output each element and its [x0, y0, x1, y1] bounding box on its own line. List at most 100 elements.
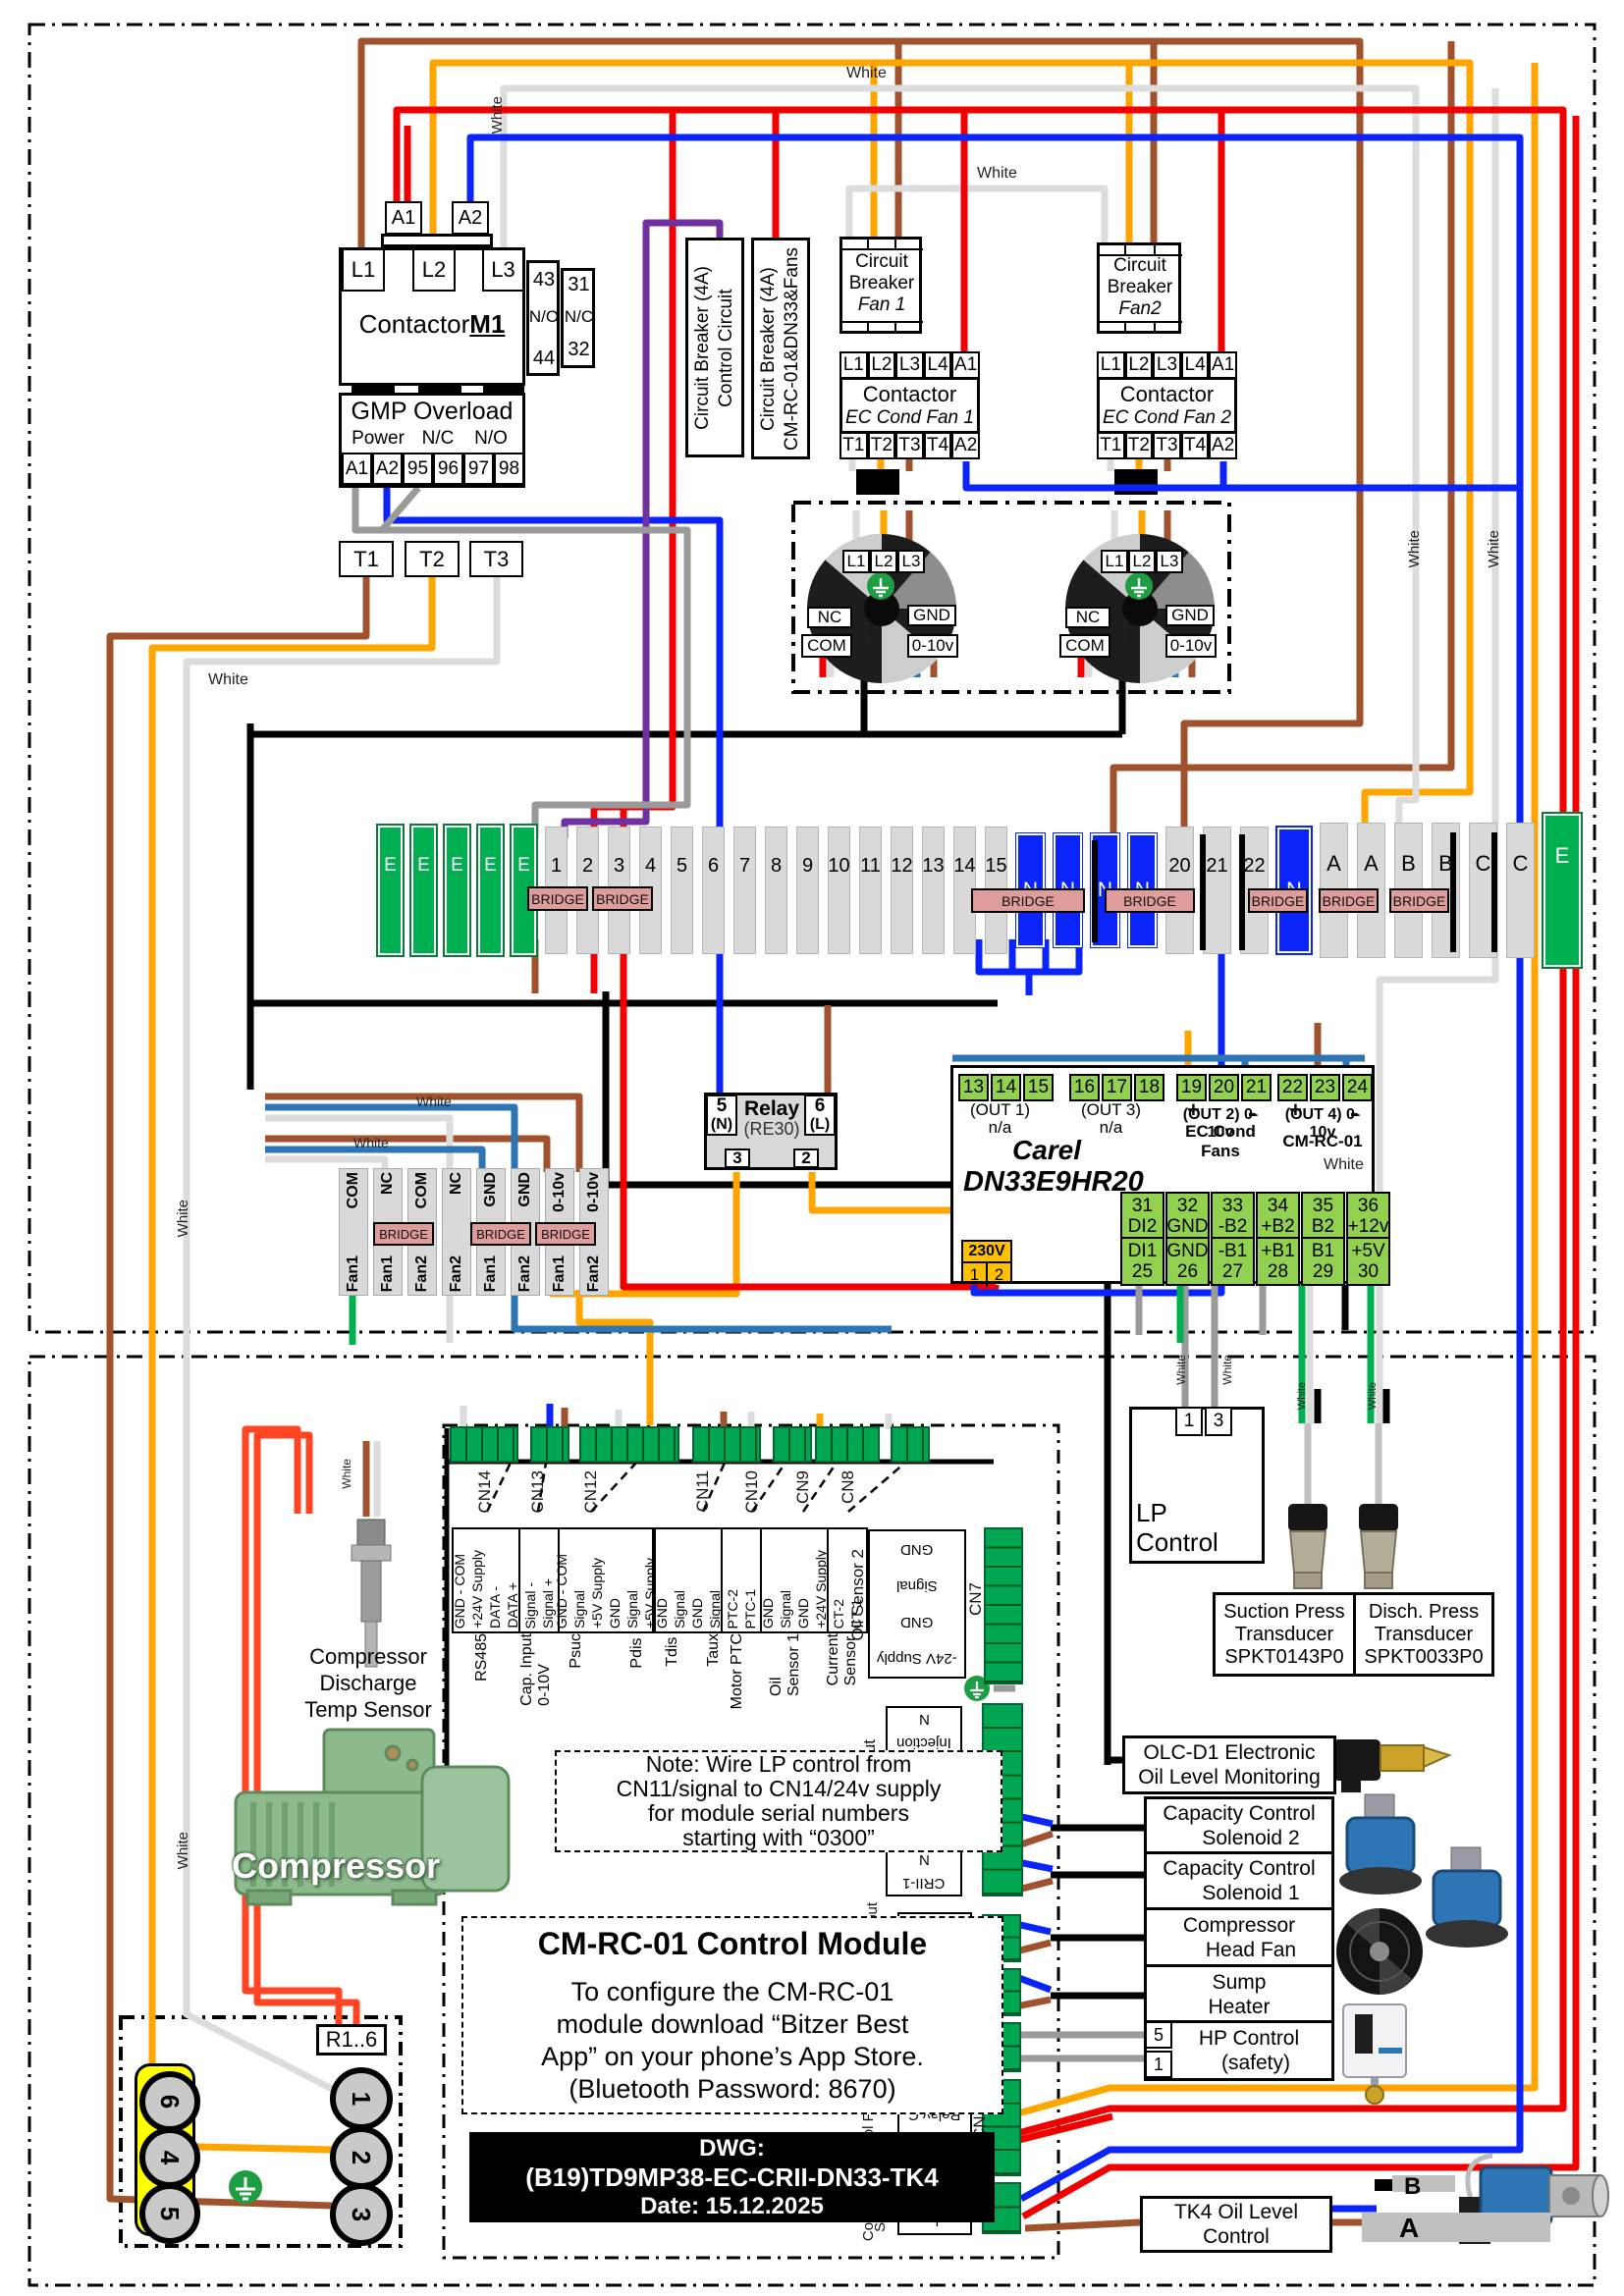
strip-terminal: 10 [828, 827, 850, 954]
cn-leaders [485, 1462, 906, 1513]
contactor-terminal: L1 [839, 351, 868, 379]
hp-terminal-5: 5 [1145, 2021, 1172, 2049]
pin-label: Signal [896, 1577, 938, 1594]
circuit-breaker-control: Circuit Breaker (4A)Control Circuit [685, 238, 744, 457]
wire-label-white: White [977, 165, 1017, 182]
pin-label: GND [688, 1597, 705, 1629]
circuit-breaker-cmrc: Circuit Breaker (4A)CM-RC-01&DN33&Fans [751, 238, 810, 459]
contactor-terminal: A1 [1209, 351, 1237, 379]
tk4-cables [1362, 2175, 1550, 2242]
pin-label: +24V Supply [468, 1550, 485, 1629]
cn9-connector [815, 1426, 880, 1463]
fn-rs485: RS485 [473, 1633, 490, 1682]
pin-label: PTC-2 [724, 1588, 740, 1629]
cn8-label: CN8 [839, 1470, 857, 1505]
fan2-gnd: GND [1165, 605, 1215, 626]
r16-border [119, 2015, 403, 2248]
m1-aux-nc-label: N/C [564, 307, 594, 326]
contactor-terminal: T3 [895, 432, 924, 459]
bridge-fan-nc-com: BRIDGE [373, 1222, 434, 1246]
contactor-terminal: T1 [1097, 432, 1125, 459]
gmp-terminal: 95 [403, 453, 433, 485]
compressor-label: Compressor [232, 1845, 441, 1886]
pin-label: N [918, 1711, 930, 1729]
motor-terminal-2: 2 [330, 2126, 393, 2189]
strip-terminal: 6 [702, 827, 725, 954]
cn13-label: CN13 [528, 1470, 547, 1514]
strip-divider [1200, 834, 1206, 950]
fan-terminal: L1 [1101, 550, 1128, 573]
carel-terminal: 24 [1342, 1074, 1373, 1101]
discharge-temp-sensor-image [351, 1519, 392, 1668]
carel-terminal: 15 [1023, 1074, 1054, 1101]
hp-switch-image [1342, 2003, 1407, 2105]
bridge-fan-010v: BRIDGE [535, 1222, 596, 1246]
wire-label-white: White [208, 671, 248, 688]
contactor-terminal: L1 [1097, 351, 1125, 379]
cable-a-label: A [1399, 2213, 1420, 2243]
bridge-c-c: BRIDGE [1389, 888, 1449, 913]
gmp-terminal: A2 [372, 453, 403, 485]
border-frame [27, 23, 1597, 2287]
pin-label: PTC-1 [741, 1588, 758, 1629]
bridge-b-b: BRIDGE [1319, 888, 1379, 913]
bridge-a-a: BRIDGE [1248, 888, 1308, 913]
fan1-nc: NC [807, 607, 852, 628]
cn12-connector [579, 1426, 679, 1463]
m1-aux-32: 32 [568, 338, 590, 360]
pin-label: Signal [777, 1590, 793, 1629]
strip-terminal: 21 [1203, 827, 1231, 954]
carel-terminal: 14 [991, 1074, 1021, 1101]
fn-current-sensor: Current Sensor [825, 1633, 859, 1686]
wire-label-white: White [1406, 530, 1423, 568]
carel-io-cell: 34+B2 [1256, 1192, 1300, 1241]
m1-aux-nc: 31 N/C 32 [561, 268, 595, 368]
olc-sensor-image [1333, 1739, 1452, 1792]
solenoid-2-image [1339, 1793, 1422, 1895]
pin-label: GND [794, 1597, 811, 1629]
carel-terminal: 19 [1176, 1074, 1207, 1101]
gmp-t2: T2 [405, 541, 460, 577]
pin-label: +5V Supply [588, 1558, 605, 1629]
pin-label: GND [606, 1597, 623, 1629]
strip-divider [1450, 832, 1456, 952]
wires-gray [352, 485, 1267, 2062]
fan-terminal: L1 [842, 550, 870, 573]
strip-terminal: E [376, 824, 405, 957]
cn9-label: CN9 [793, 1470, 812, 1505]
m1-title-bold: M1 [469, 308, 506, 339]
fn-cap-input: Cap. Input 0-10V [518, 1633, 553, 1706]
m1-coil-bar [381, 234, 493, 247]
gmp-terminal: 98 [494, 453, 524, 485]
cmrc-info-box: CM-RC-01 Control Module To configure the… [461, 1916, 1003, 2114]
carel-terminal: 18 [1134, 1074, 1164, 1101]
wire-label-white: White [489, 96, 506, 134]
strip-terminal: 7 [733, 827, 756, 954]
fan-terminal: L3 [1156, 550, 1183, 573]
gmp-t3: T3 [469, 541, 523, 577]
strip-divider [1092, 840, 1098, 942]
contactor-terminal: L4 [923, 351, 952, 379]
